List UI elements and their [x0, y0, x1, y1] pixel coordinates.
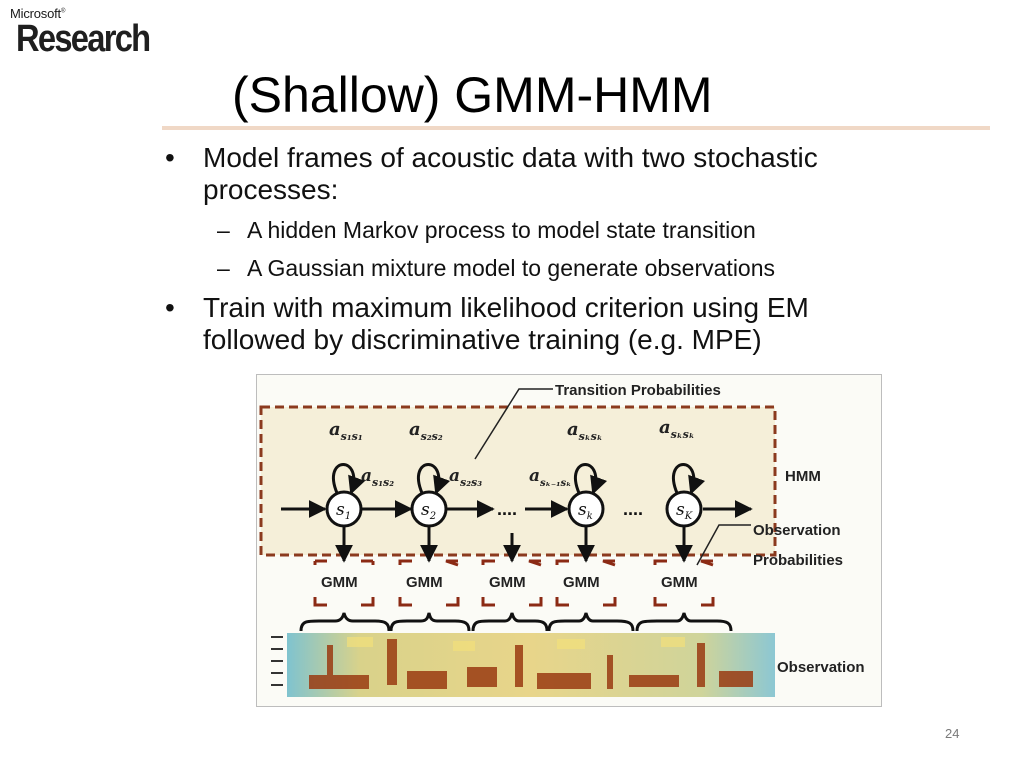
bullet-dot: •	[165, 142, 175, 173]
sub-bullet-dash: –	[217, 255, 230, 281]
self-loop	[573, 463, 608, 495]
transition-probabilities-label: Transition Probabilities	[555, 382, 721, 399]
logo-brand-small: Microsoft®	[10, 6, 66, 21]
transition-pointer	[474, 388, 553, 460]
slide-title: (Shallow) GMM-HMM	[232, 67, 713, 123]
bullet-dot: •	[165, 292, 175, 323]
logo-brand-large: Research	[16, 18, 151, 60]
segment-braces	[299, 612, 733, 632]
title-underline	[162, 126, 990, 130]
bullet-1-line-2: processes:	[203, 174, 339, 205]
gmm-label: GMM	[661, 574, 698, 591]
spectrogram-highlights	[347, 637, 685, 651]
state-node	[410, 490, 448, 528]
gmm-hmm-diagram: Transition Probabilities HMM as₁s₁ as₂s₂…	[256, 374, 882, 707]
sub-bullet-2-text: A Gaussian mixture model to generate obs…	[247, 255, 776, 281]
sub-bullet-1-text: A hidden Markov process to model state t…	[247, 217, 756, 243]
bullet-2-line-1: Train with maximum likelihood criterion …	[203, 292, 809, 323]
observation-label: Observation	[777, 659, 865, 676]
gmm-block	[313, 559, 715, 607]
chain-ellipsis: ....	[497, 499, 517, 519]
gmm-label: GMM	[489, 574, 526, 591]
sub-bullet-1: – A hidden Markov process to model state…	[217, 215, 756, 245]
gmm-label: GMM	[406, 574, 443, 591]
spectrogram-axis-ticks	[271, 636, 283, 686]
self-loop	[416, 463, 451, 495]
spectrogram-texture	[309, 639, 753, 689]
hmm-label: HMM	[785, 468, 821, 485]
self-loop	[331, 463, 366, 495]
bullet-2-line-2: followed by discriminative training (e.g…	[203, 324, 762, 355]
bullet-1-line-1: Model frames of acoustic data with two s…	[203, 142, 818, 173]
state-node	[567, 490, 605, 528]
observation-probabilities-label-1: Observation	[753, 522, 841, 539]
chain-ellipsis: ....	[623, 499, 643, 519]
state-node	[325, 490, 363, 528]
state-node	[665, 490, 703, 528]
sub-bullet-2: – A Gaussian mixture model to generate o…	[217, 253, 776, 283]
page-number: 24	[945, 726, 960, 741]
self-loop	[671, 463, 706, 495]
microsoft-research-logo: Microsoft® Research	[8, 6, 168, 60]
bullet-2: • Train with maximum likelihood criterio…	[165, 292, 809, 356]
observation-pointer	[696, 524, 751, 566]
sub-bullet-dash: –	[217, 217, 230, 243]
gmm-label: GMM	[321, 574, 358, 591]
gmm-label: GMM	[563, 574, 600, 591]
observation-probabilities-label-2: Probabilities	[753, 552, 843, 569]
bullet-1: • Model frames of acoustic data with two…	[165, 142, 818, 206]
